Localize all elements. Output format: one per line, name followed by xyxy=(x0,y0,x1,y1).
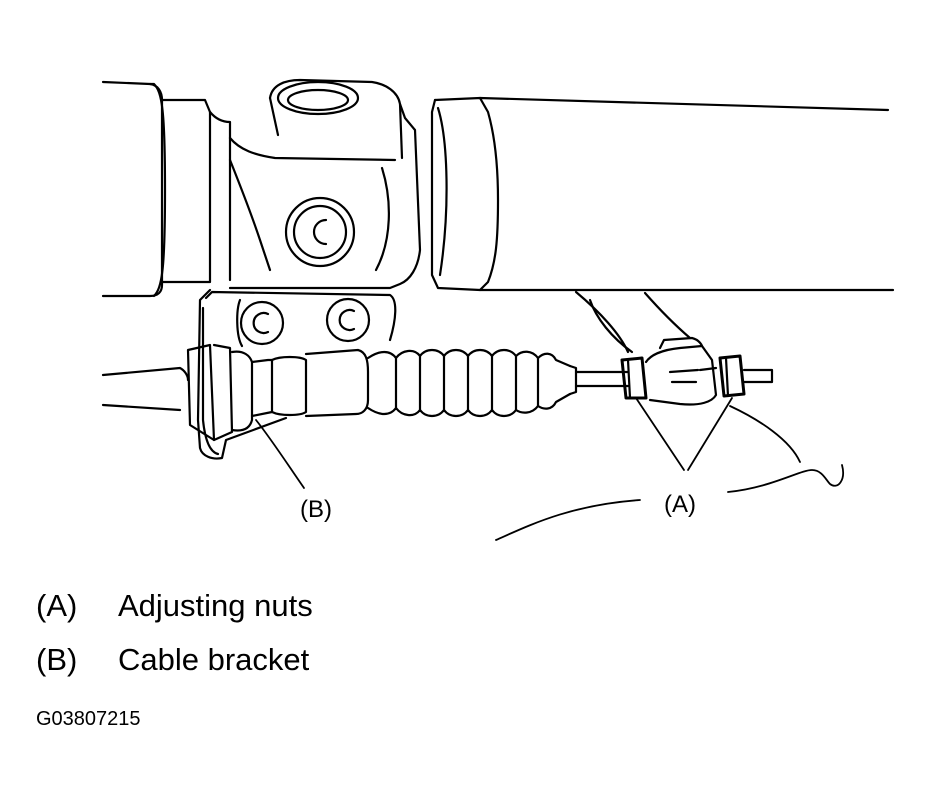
break-line-right xyxy=(727,464,844,493)
callout-b: (B) xyxy=(300,496,332,523)
cable-bracket xyxy=(196,288,397,460)
universal-joint xyxy=(228,78,422,290)
leader-a-right xyxy=(687,397,733,471)
adjusting-rod xyxy=(574,290,774,406)
legend-item-cable-bracket: (B) Cable bracket xyxy=(36,642,309,678)
drive-shaft xyxy=(101,80,895,298)
legend-key: (A) xyxy=(36,588,78,623)
mechanism-illustration xyxy=(101,78,895,541)
diagram: (B) (A) xyxy=(101,78,895,541)
leader-b xyxy=(255,419,305,489)
leader-a-left xyxy=(635,397,685,471)
leader-lines xyxy=(255,397,844,541)
break-line-lower xyxy=(495,499,641,541)
callout-a: (A) xyxy=(664,491,696,518)
figure-code: G03807215 xyxy=(36,708,141,730)
legend-key: (B) xyxy=(36,642,78,677)
legend-item-adjusting-nuts: (A) Adjusting nuts xyxy=(36,588,313,624)
legend-text: Adjusting nuts xyxy=(118,588,313,623)
legend-text: Cable bracket xyxy=(118,642,310,677)
cable-housing xyxy=(101,343,578,442)
